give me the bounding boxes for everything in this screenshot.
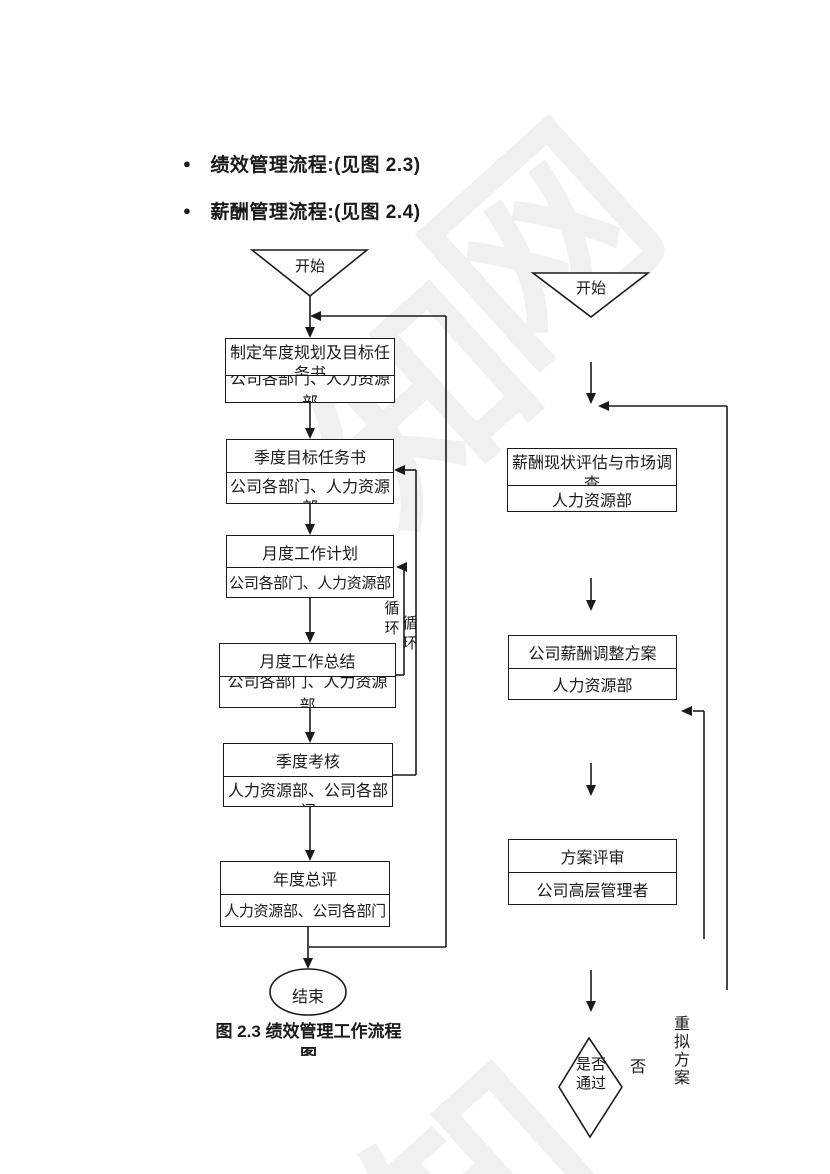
bullet-label: 薪酬管理流程:(见图 2.4) [210,202,421,223]
loop-label-outer: 循环 [402,615,418,652]
left-outer-loop [309,311,447,948]
bullet-icon: ● [183,156,192,171]
decision-no-label: 否 [630,1059,647,1076]
redo-plan-label: 重拟方案 [673,1016,690,1087]
node-owner: 公司各部门、人力资源部 [227,677,388,707]
node-owner: 人力资源部 [551,492,632,510]
bullet-label: 绩效管理流程:(见图 2.3) [210,155,421,176]
figure-caption: 图 2.3 绩效管理工作流程图 [215,1022,402,1056]
node-owner: 公司各部门、人力资源部 [229,479,390,503]
node-title: 方案评审 [509,840,676,873]
node-title: 薪酬现状评估与市场调查 [508,449,676,486]
right-start-label: 开始 [575,280,606,297]
flow-node-plan-evaluation: 方案评审 公司高层管理者 [508,839,677,905]
node-owner: 人力资源部 [552,678,633,695]
decision-label: 是否通过 [575,1056,606,1092]
flow-node-quarterly-task: 季度目标任务书 公司各部门、人力资源部 [226,439,394,504]
flow-node-annual-review: 年度总评 人力资源部、公司各部门 [220,861,390,927]
loop-label-inner: 循环 [384,600,400,637]
right-redo-loop [681,706,705,939]
flow-node-quarterly-review: 季度考核 人力资源部、公司各部门 [223,743,393,807]
node-title: 月度工作总结 [220,644,395,677]
node-owner: 公司高层管理者 [536,882,649,900]
bullet-item-compensation: ● 薪酬管理流程:(见图 2.4) [183,197,421,224]
left-start-label: 开始 [294,258,325,275]
left-end-label: 结束 [291,989,324,1006]
node-owner: 公司各部门、人力资源部 [229,376,390,402]
node-owner: 公司各部门、人力资源部 [229,575,391,592]
bullet-icon: ● [183,203,192,218]
flow-node-monthly-plan: 月度工作计划 公司各部门、人力资源部 [226,535,394,598]
node-title: 季度考核 [224,744,392,777]
node-title: 季度目标任务书 [227,440,393,473]
bullet-item-performance: ● 绩效管理流程:(见图 2.3) [183,150,421,177]
flow-node-annual-plan: 制定年度规划及目标任务书 公司各部门、人力资源部 [225,338,395,403]
node-title: 年度总评 [221,862,389,895]
flow-node-salary-adjustment-plan: 公司薪酬调整方案 人力资源部 [508,635,677,700]
node-title: 公司薪酬调整方案 [509,636,676,669]
node-owner: 人力资源部、公司各部门 [224,903,386,920]
node-title: 月度工作计划 [227,536,393,568]
flow-node-salary-assessment: 薪酬现状评估与市场调查 人力资源部 [507,448,677,512]
node-owner: 人力资源部、公司各部门 [227,783,388,806]
node-title: 制定年度规划及目标任务书 [226,339,394,376]
flow-node-monthly-summary: 月度工作总结 公司各部门、人力资源部 [219,643,396,708]
watermark-text: 网 [388,87,702,403]
